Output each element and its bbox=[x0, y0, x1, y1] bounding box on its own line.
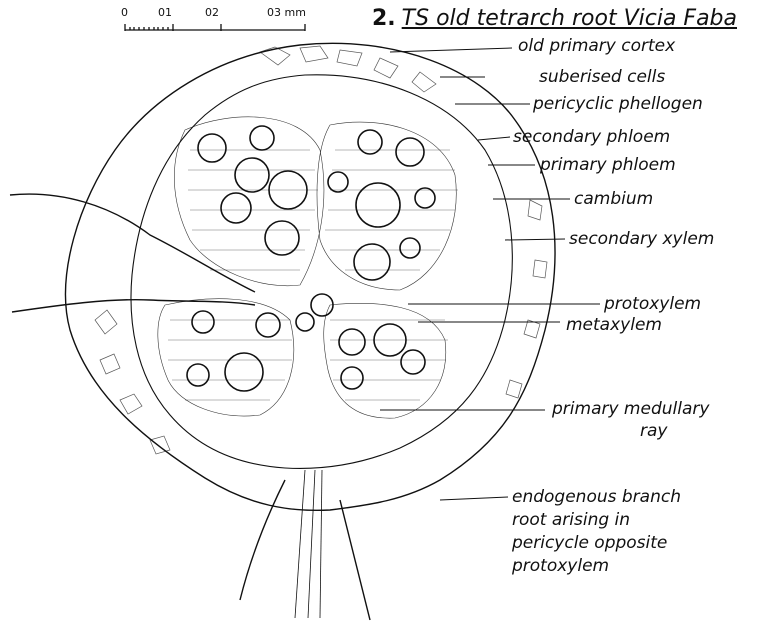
label-endogenous-1: endogenous branch bbox=[512, 487, 681, 508]
branch-lower-edge bbox=[12, 300, 255, 312]
label-cambium: cambium bbox=[574, 189, 653, 210]
leader-lines bbox=[380, 48, 600, 500]
label-primary-medullary: primary medullary bbox=[552, 399, 709, 420]
root-section bbox=[10, 43, 555, 620]
label-protoxylem: protoxylem bbox=[604, 294, 701, 315]
label-ray: ray bbox=[640, 421, 667, 442]
label-endogenous-3: pericycle opposite bbox=[512, 533, 667, 554]
label-primary-phloem: primary phloem bbox=[540, 155, 676, 176]
label-secondary-xylem: secondary xylem bbox=[569, 229, 714, 250]
scale-bar bbox=[125, 24, 305, 31]
bottom-root-right bbox=[340, 500, 370, 620]
branch-upper-edge bbox=[10, 194, 255, 292]
xylem-vessels bbox=[187, 126, 435, 391]
label-secondary-phloem: secondary phloem bbox=[513, 127, 670, 148]
label-metaxylem: metaxylem bbox=[566, 315, 662, 336]
label-suberised-cells: suberised cells bbox=[539, 67, 665, 88]
outer-outline bbox=[66, 43, 555, 510]
label-old-primary-cortex: old primary cortex bbox=[518, 36, 675, 57]
label-pericyclic-phellogen: pericyclic phellogen bbox=[533, 94, 703, 115]
label-endogenous-4: protoxylem bbox=[512, 556, 609, 577]
label-endogenous-2: root arising in bbox=[512, 510, 630, 531]
phellogen-line bbox=[131, 75, 512, 469]
cortex-cells bbox=[95, 46, 547, 454]
